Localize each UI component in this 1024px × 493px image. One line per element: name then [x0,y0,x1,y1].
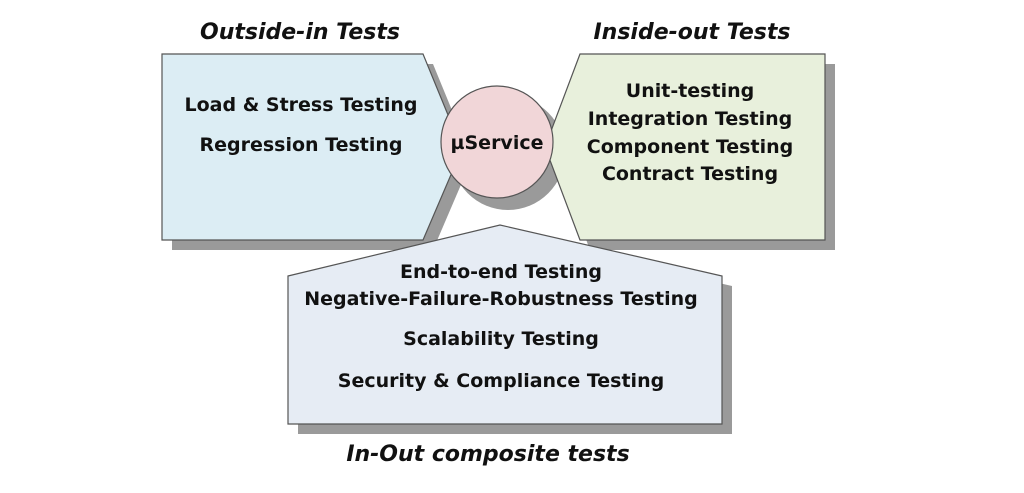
outside-in-item: Regression Testing [199,134,402,156]
in-out-item: End-to-end Testing [400,261,602,283]
in-out-item: Negative-Failure-Robustness Testing [304,288,698,310]
inside-out-item: Integration Testing [588,108,793,130]
inside-out-item: Component Testing [587,136,793,158]
microservice-circle [440,85,554,199]
inside-out-item: Contract Testing [602,163,778,185]
heading-in-out-composite: In-Out composite tests [346,442,629,467]
heading-inside-out: Inside-out Tests [593,20,790,45]
outside-in-item: Load & Stress Testing [185,94,418,116]
outside-in-box [161,53,463,241]
microservice-label: µService [451,132,544,154]
heading-outside-in: Outside-in Tests [200,20,400,45]
in-out-box [287,224,723,425]
inside-out-item: Unit-testing [626,80,754,102]
in-out-item: Security & Compliance Testing [338,370,664,392]
in-out-item: Scalability Testing [403,328,599,350]
